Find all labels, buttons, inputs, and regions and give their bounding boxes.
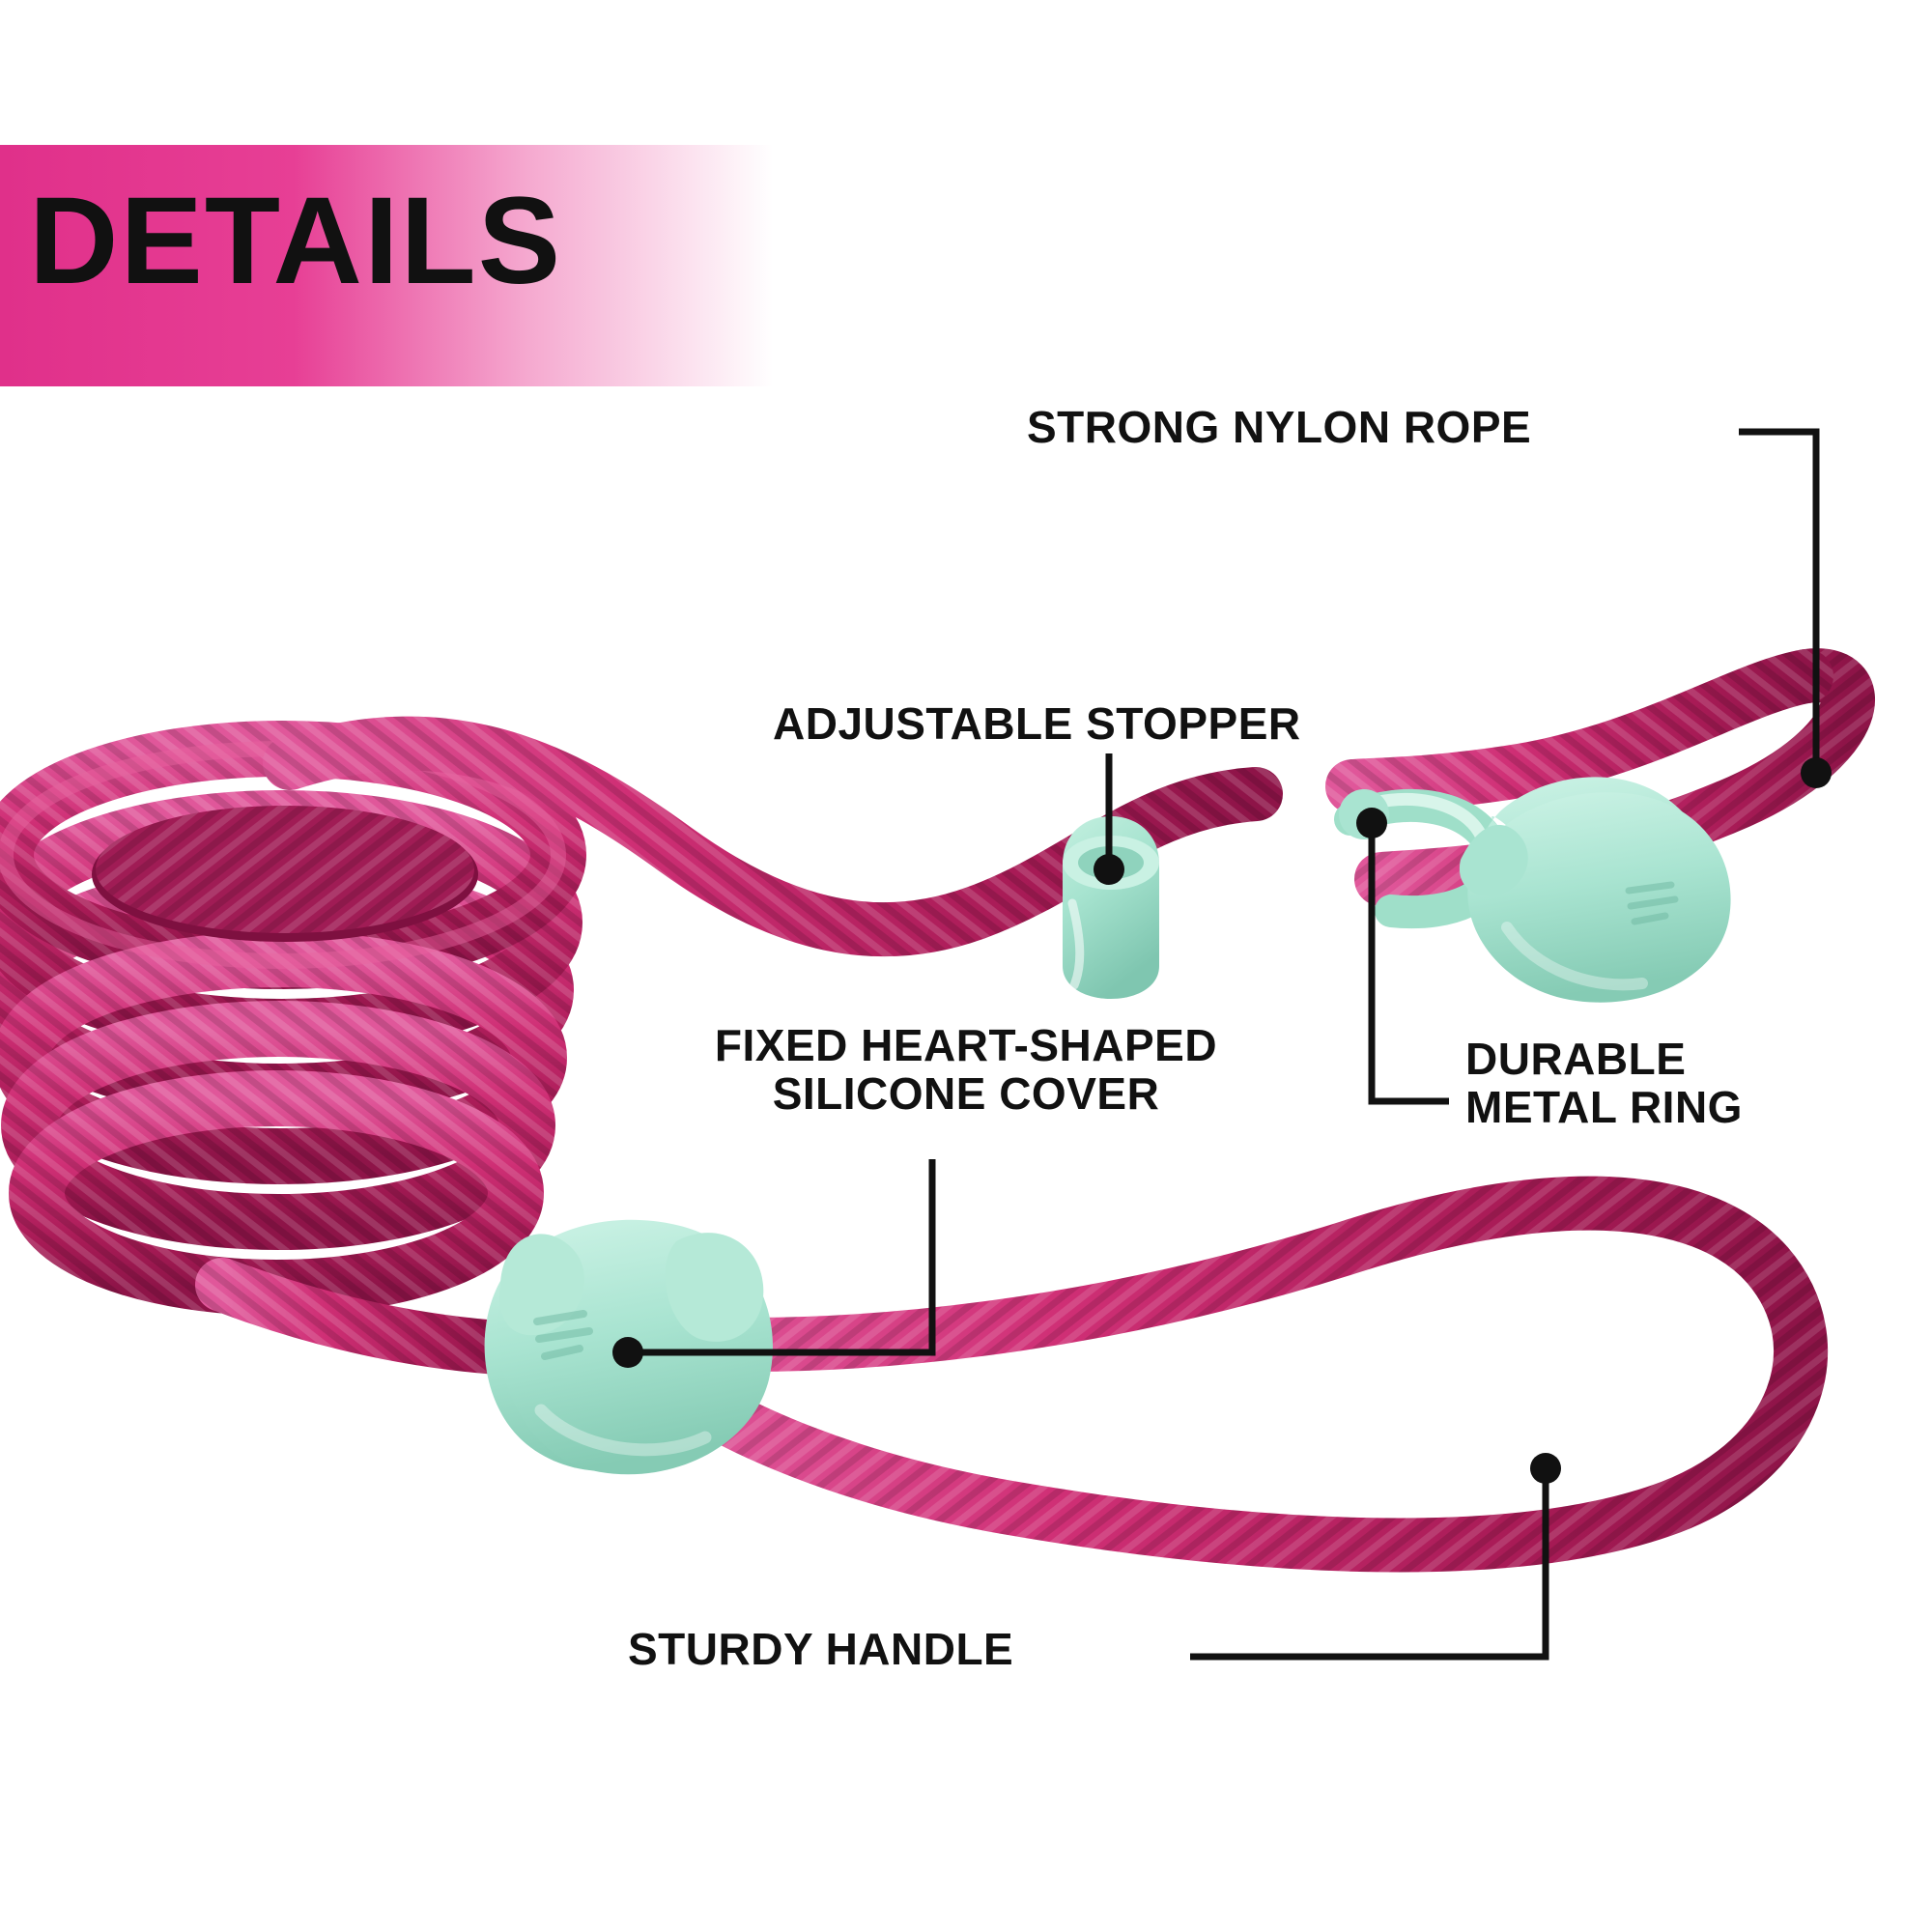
anchor-dot-silicone (612, 1337, 643, 1368)
page-title: DETAILS (29, 172, 563, 310)
callout-label-durable-metal-ring: DURABLE METAL RING (1465, 1034, 1743, 1132)
header-banner (0, 145, 773, 386)
rope-loop-top (1325, 648, 1875, 906)
heart-notch-top (1459, 824, 1528, 896)
callout-label-sturdy-handle: STURDY HANDLE (628, 1624, 1014, 1674)
callout-label-adjustable-stopper: ADJUSTABLE STOPPER (773, 698, 1301, 749)
callout-label-fixed-heart-shaped-silicone-cover: FIXED HEART-SHAPED SILICONE COVER (714, 1020, 1218, 1119)
anchor-dot-stopper (1094, 854, 1124, 885)
anchor-dot-handle (1530, 1453, 1561, 1484)
coiled-rope-bundle (0, 721, 586, 1316)
heart-silicone-cover-top (1459, 777, 1731, 1003)
rope-lower-run (195, 1176, 1828, 1573)
anchor-dot-ring (1356, 808, 1387, 838)
callout-label-strong-nylon-rope: STRONG NYLON ROPE (1027, 402, 1532, 452)
anchor-dot-rope (1801, 757, 1832, 788)
